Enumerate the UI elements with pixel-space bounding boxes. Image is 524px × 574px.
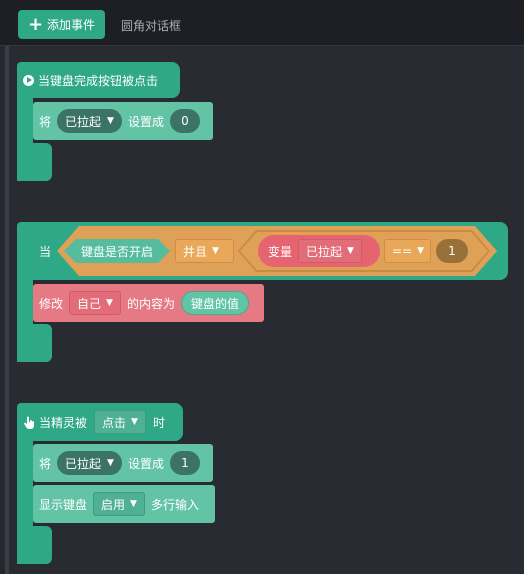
logic-op-dropdown[interactable]: 并且 ▼ <box>175 239 234 263</box>
hat-label: 当键盘完成按钮被点击 <box>38 73 159 88</box>
left-scroll-rail[interactable] <box>5 46 9 574</box>
variable-name: 已拉起 <box>306 244 343 259</box>
c-block-footer <box>17 143 52 181</box>
operator-dropdown[interactable]: == ▼ <box>384 239 431 263</box>
compare-value-input[interactable]: 1 <box>436 239 468 263</box>
event-dropdown[interactable]: 点击 ▼ <box>94 410 146 434</box>
variable-reporter[interactable]: 变量 已拉起 ▼ <box>258 235 380 267</box>
mode-name: 启用 <box>101 497 126 512</box>
c-block-footer <box>17 526 52 564</box>
show-keyboard-statement[interactable]: 显示键盘 启用 ▼ 多行输入 <box>33 485 215 523</box>
play-icon <box>23 74 34 86</box>
logic-op-label: 并且 <box>183 244 208 259</box>
middle-label: 的内容为 <box>126 296 175 311</box>
set-variable-statement[interactable]: 将 已拉起 ▼ 设置成 1 <box>33 444 213 482</box>
event-hat[interactable]: 当键盘完成按钮被点击 <box>17 62 180 98</box>
caret-down-icon: ▼ <box>347 246 354 256</box>
add-event-button[interactable]: + 添加事件 <box>18 10 105 39</box>
suffix-label: 多行输入 <box>150 497 199 512</box>
hat-prefix: 当 <box>39 245 52 259</box>
tab-rounded-dialog[interactable]: 圆角对话框 <box>121 19 182 33</box>
c-block-arm <box>17 441 33 529</box>
c-block-arm <box>17 98 33 144</box>
keyboard-value-reporter[interactable]: 键盘的值 <box>180 291 249 315</box>
top-toolbar: + 添加事件 圆角对话框 <box>0 0 524 46</box>
add-event-label: 添加事件 <box>47 18 96 32</box>
hat-suffix: 时 <box>152 415 165 430</box>
variable-dropdown[interactable]: 已拉起 ▼ <box>57 109 122 133</box>
plus-icon: + <box>27 13 44 35</box>
condition-label: 键盘是否开启 <box>80 244 153 259</box>
variable-dropdown[interactable]: 已拉起 ▼ <box>298 239 362 263</box>
target-dropdown[interactable]: 自己 ▼ <box>69 291 121 315</box>
verb-label: 将 <box>39 456 52 471</box>
sprite-event-hat[interactable]: 当精灵被 点击 ▼ 时 <box>17 403 183 441</box>
caret-down-icon: ▼ <box>107 458 114 468</box>
operator-label: == <box>392 244 413 258</box>
target-name: 自己 <box>77 296 102 311</box>
hand-pointer-icon <box>23 416 35 429</box>
keyboard-open-sensor[interactable]: 键盘是否开启 <box>64 239 170 263</box>
caret-down-icon: ▼ <box>212 246 219 256</box>
variable-name: 已拉起 <box>65 456 102 471</box>
c-block-footer <box>17 324 52 362</box>
caret-down-icon: ▼ <box>417 246 425 256</box>
c-block-arm <box>17 280 33 325</box>
modify-content-statement[interactable]: 修改 自己 ▼ 的内容为 键盘的值 <box>33 284 264 322</box>
variable-dropdown[interactable]: 已拉起 ▼ <box>57 451 122 475</box>
show-keyboard-label: 显示键盘 <box>39 497 88 512</box>
hat-prefix: 当精灵被 <box>39 415 88 430</box>
set-variable-statement[interactable]: 将 已拉起 ▼ 设置成 0 <box>33 102 213 140</box>
caret-down-icon: ▼ <box>131 417 138 427</box>
event-name: 点击 <box>102 415 127 430</box>
variable-label: 变量 <box>268 244 293 259</box>
action-label: 设置成 <box>127 456 164 471</box>
variable-name: 已拉起 <box>65 114 102 129</box>
caret-down-icon: ▼ <box>107 116 114 126</box>
caret-down-icon: ▼ <box>106 298 113 308</box>
verb-label: 将 <box>39 114 52 129</box>
mode-dropdown[interactable]: 启用 ▼ <box>93 492 145 516</box>
value-input[interactable]: 0 <box>169 109 200 133</box>
action-label: 设置成 <box>127 114 164 129</box>
caret-down-icon: ▼ <box>130 499 137 509</box>
verb-label: 修改 <box>39 296 64 311</box>
value-input[interactable]: 1 <box>169 451 200 475</box>
